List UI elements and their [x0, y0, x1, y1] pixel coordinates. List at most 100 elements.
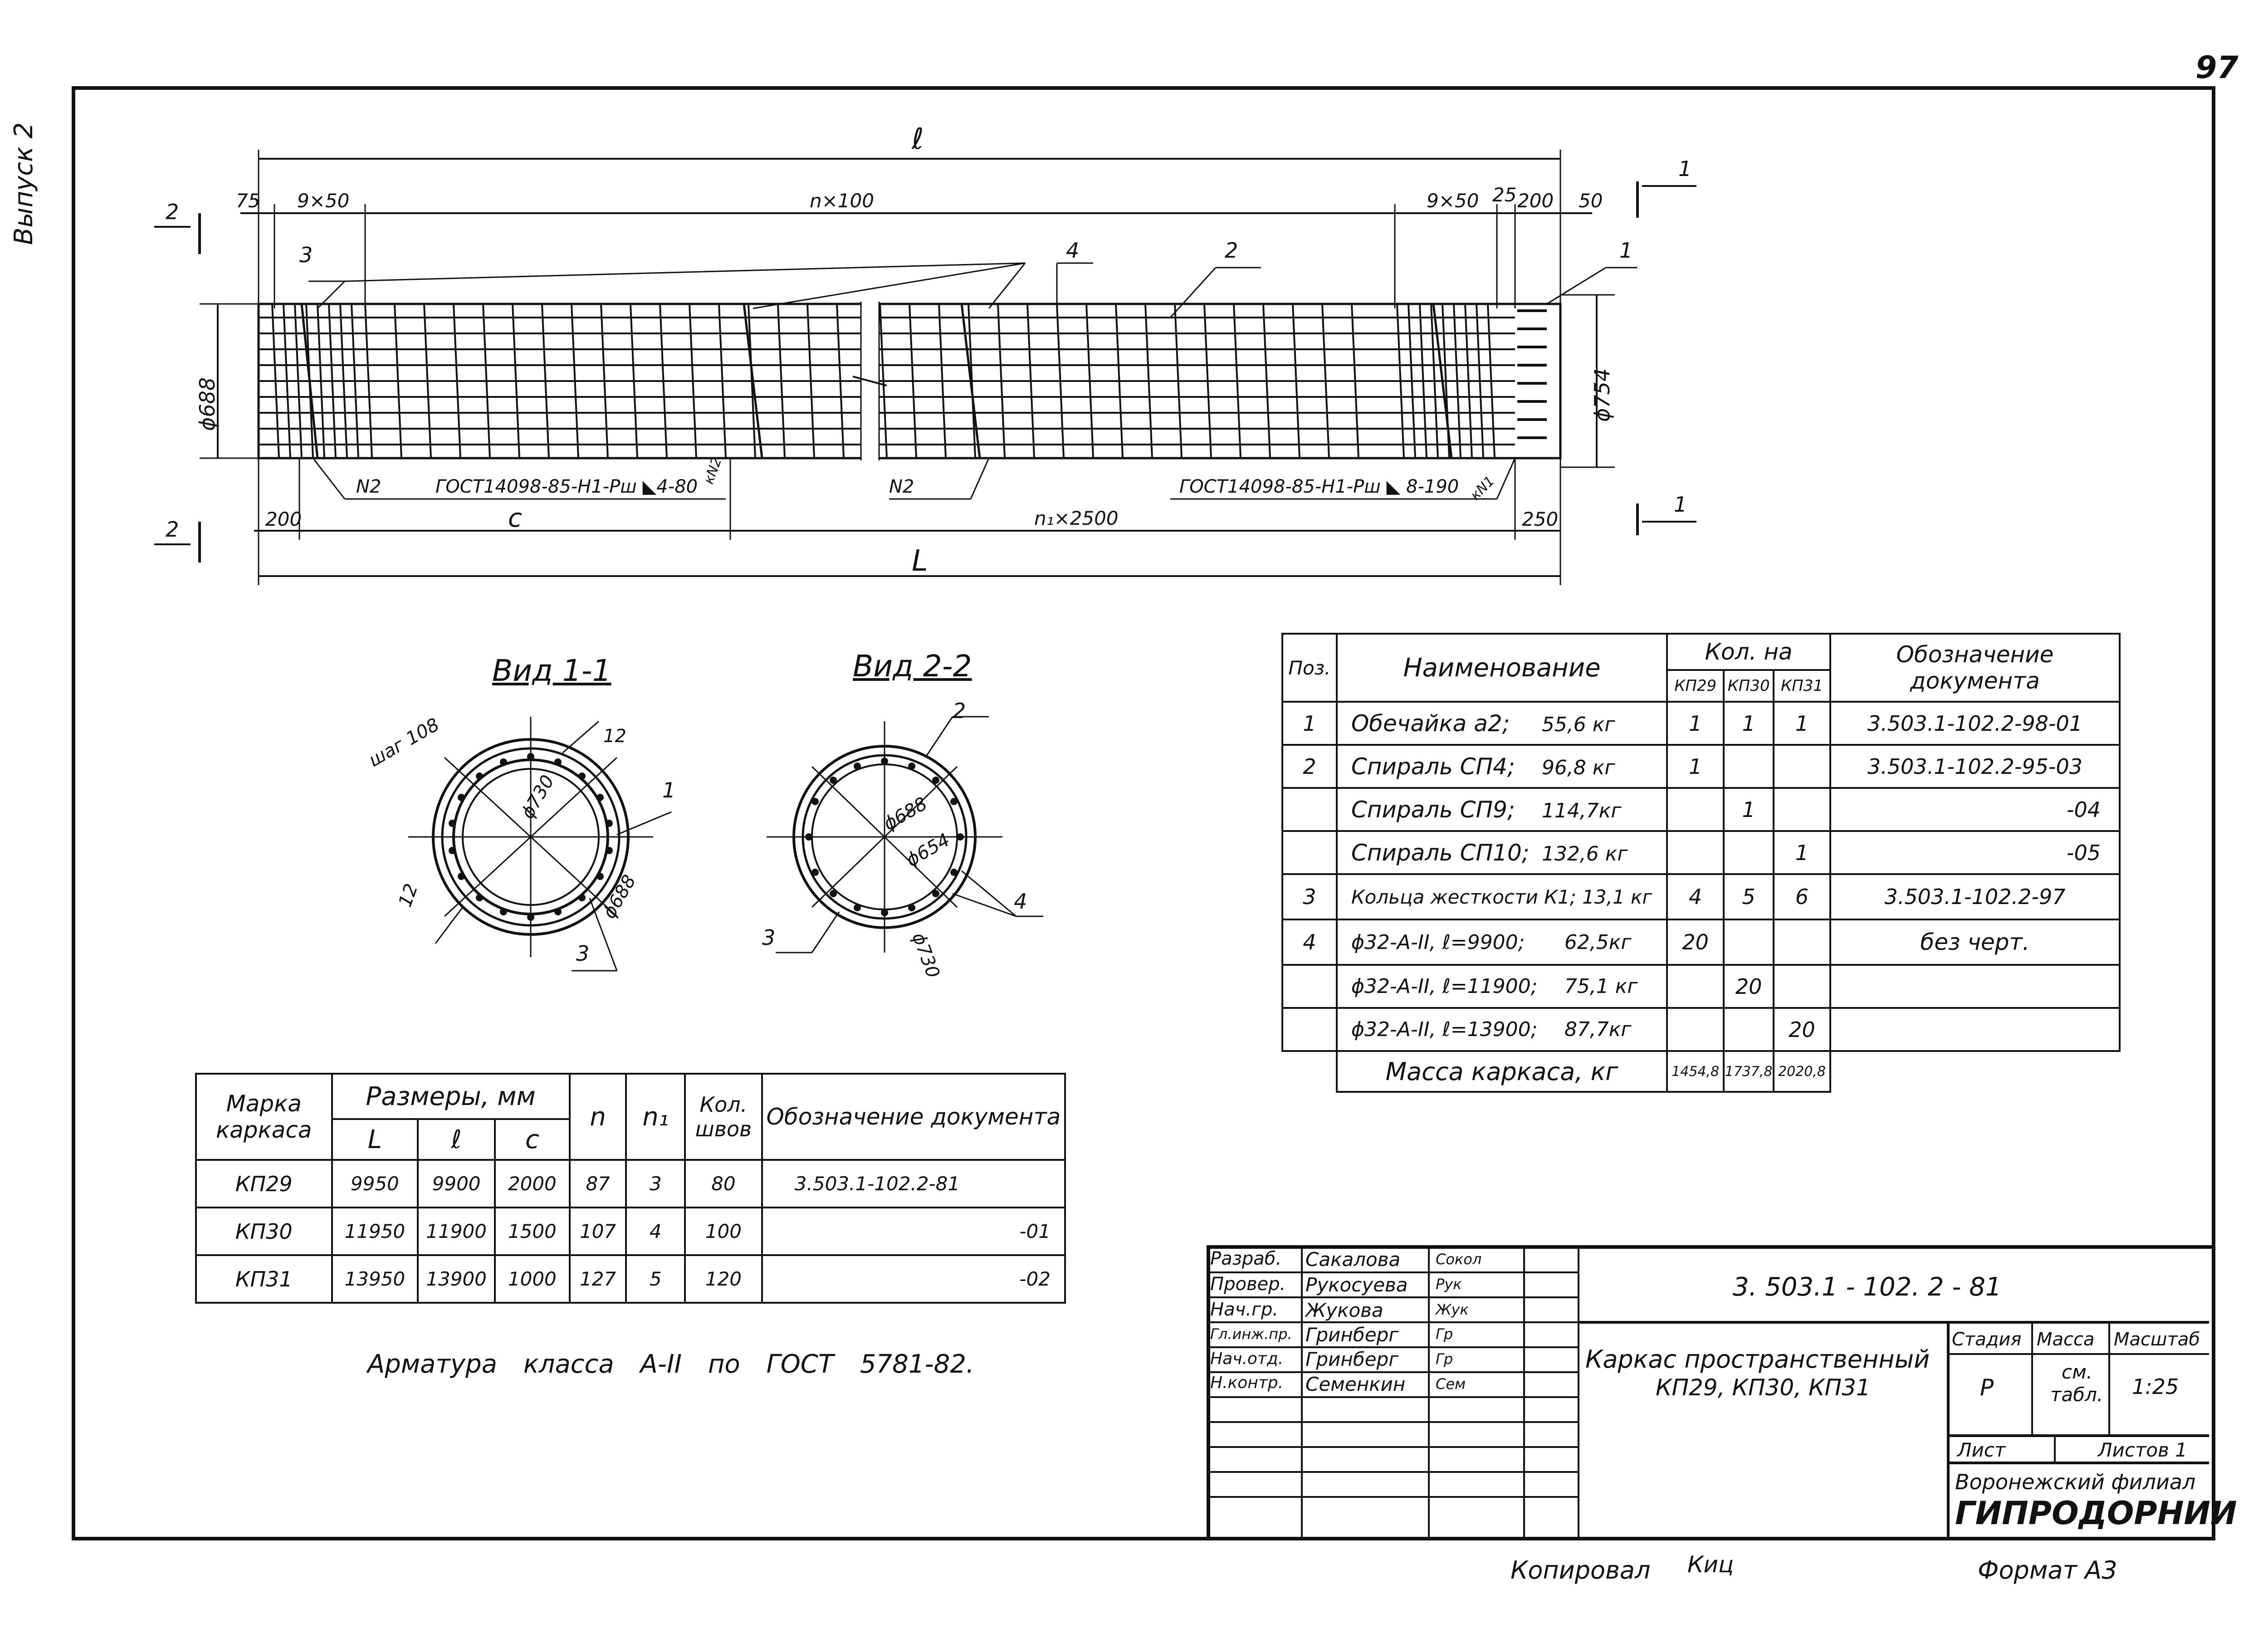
title-name-line2: КП29, КП30, КП31 [1656, 1374, 1871, 1401]
spec-cell: 2 [1281, 744, 1338, 789]
spec-cell: 1 [1723, 787, 1775, 832]
spec-cell [1281, 830, 1338, 875]
spec-name: Спираль СП10; [1351, 839, 1530, 866]
spec-cell [1829, 1007, 2121, 1052]
spec-cell [1281, 1007, 1338, 1052]
title-stage: Р [1980, 1374, 1994, 1401]
spec-cell [1773, 787, 1831, 832]
table-row: 2 Спираль СП4;96,8 кг 1 3.503.1-102.2-95… [1281, 744, 2121, 789]
spec-name: Кольца жесткости К1; 13,1 кг [1351, 885, 1652, 908]
title-sheets-label: Листов 1 [2098, 1439, 2187, 1461]
dim-200-top: 200 [1517, 190, 1554, 212]
weld-n2-a: N2 [356, 476, 381, 497]
diam-left: ϕ688 [195, 377, 220, 431]
table-row: КП29 9950 9900 2000 87 3 80 3.503.1-102.… [195, 1159, 1066, 1208]
dims-header-l: ℓ [417, 1118, 496, 1161]
table-row: ϕ32-А-II, ℓ=13900;87,7кг 20 [1281, 1007, 2121, 1052]
dims-cell: 11900 [417, 1207, 496, 1256]
pos-1-label: 1 [1619, 238, 1633, 263]
spec-mass: 96,8 кг [1541, 756, 1615, 779]
view-2-pos-3: 3 [762, 925, 776, 950]
title-name-line1: Каркас пространственный [1585, 1345, 1930, 1374]
spec-table: Поз. Наименование Кол. на Обозначение до… [1281, 633, 2121, 1093]
main-drawing [154, 150, 1696, 585]
spec-cell [1829, 964, 2121, 1009]
dim-250: 250 [1522, 508, 1559, 530]
title-org-line2: ГИПРОДОРНИИ [1955, 1495, 2237, 1532]
weld-gost-right: ГОСТ14098-85-Н1-Рш ◣ 8-190 [1179, 476, 1459, 497]
dims-cell: -02 [761, 1254, 1066, 1304]
drawing-frame [72, 86, 2215, 1540]
dim-25: 25 [1492, 184, 1517, 206]
title-role-0: Разраб. [1210, 1248, 1282, 1269]
dims-cell: 3.503.1-102.2-81 [761, 1159, 1066, 1208]
view-1-pos-1: 1 [662, 778, 676, 802]
title-role-5: Н.контр. [1210, 1374, 1284, 1392]
dims-cell: 9900 [417, 1159, 496, 1208]
title-header-mass: Масса [2037, 1329, 2095, 1350]
view-1-title: Вид 1-1 [492, 653, 611, 688]
title-name-1: Рукосуева [1305, 1274, 1408, 1296]
dim-9x50-right: 9×50 [1427, 190, 1479, 212]
dims-header-doc: Обозначение документа [761, 1073, 1066, 1161]
dims-header-dims: Размеры, мм [331, 1073, 571, 1120]
title-role-3: Гл.инж.пр. [1210, 1325, 1292, 1343]
dims-cell: -01 [761, 1207, 1066, 1256]
title-role-2: Нач.гр. [1210, 1299, 1279, 1320]
view-2-pos-4: 4 [1014, 889, 1027, 914]
spec-cell [1666, 1007, 1725, 1052]
table-row: Спираль СП10;132,6 кг 1 -05 [1281, 830, 2121, 875]
spec-mass: 132,6 кг [1541, 842, 1628, 865]
spec-header-pos: Поз. [1281, 633, 1338, 703]
spec-cell [1666, 787, 1725, 832]
section-1-top-label: 1 [1678, 156, 1692, 181]
title-block-grid [1207, 1245, 2209, 1538]
spec-cell [1723, 1007, 1775, 1052]
dim-50: 50 [1579, 190, 1603, 212]
dims-cell: 5 [625, 1254, 686, 1304]
format-label: Формат А3 [1978, 1556, 2117, 1584]
dim-200-bottom: 200 [265, 508, 302, 530]
dims-cell: 11950 [331, 1207, 419, 1256]
title-name-4: Гринберг [1305, 1348, 1399, 1370]
spec-cell: Спираль СП4;96,8 кг [1335, 744, 1668, 789]
view-2-title: Вид 2-2 [853, 649, 972, 684]
dim-9x50-left: 9×50 [297, 190, 350, 212]
spec-cell [1666, 964, 1725, 1009]
page-number: 97 [2195, 50, 2239, 86]
dims-cell: 4 [625, 1207, 686, 1256]
spec-header-qty: Кол. на [1666, 633, 1831, 671]
pos-3-label: 3 [299, 243, 313, 267]
spec-cell: Спираль СП9;114,7кг [1335, 787, 1668, 832]
dims-cell: 9950 [331, 1159, 419, 1208]
spec-cell [1666, 830, 1725, 875]
dims-header-c: c [494, 1118, 571, 1161]
title-name-0: Сакалова [1305, 1248, 1401, 1271]
spec-cell: 1 [1773, 830, 1831, 875]
dims-header-mark: Марка каркаса [195, 1073, 333, 1161]
spec-cell [1773, 744, 1831, 789]
weld-n2-b: N2 [889, 476, 914, 497]
view-1-dim-12-top: 12 [603, 726, 626, 747]
title-sign-5: Сем [1436, 1375, 1466, 1393]
dims-cell: 1500 [494, 1207, 571, 1256]
dim-n-x-100: n×100 [810, 190, 874, 212]
spec-total-kp31: 2020,8 [1773, 1050, 1831, 1093]
title-doc-code: 3. 503.1 - 102. 2 - 81 [1733, 1272, 2002, 1302]
spec-cell: -04 [1829, 787, 2121, 832]
spec-header-name: Наименование [1335, 633, 1668, 703]
view-2-pos-2: 2 [953, 699, 966, 723]
spec-cell [1281, 964, 1338, 1009]
pos-2-label: 2 [1225, 238, 1238, 263]
section-2-bottom-label: 2 [166, 517, 179, 542]
dims-cell: 120 [684, 1254, 763, 1304]
spec-mass: 75,1 кг [1564, 975, 1638, 998]
dim-total-L: L [912, 544, 928, 578]
table-row: КП31 13950 13900 1000 127 5 120 -02 [195, 1254, 1066, 1304]
dim-c: c [508, 504, 522, 533]
weld-gost-left: ГОСТ14098-85-Н1-Рш ◣4-80 [435, 476, 698, 497]
spec-total-label: Масса каркаса, кг [1335, 1050, 1668, 1093]
spec-cell: 5 [1723, 873, 1775, 920]
title-sign-4: Гр [1436, 1350, 1453, 1368]
dims-cell: 13950 [331, 1254, 419, 1304]
